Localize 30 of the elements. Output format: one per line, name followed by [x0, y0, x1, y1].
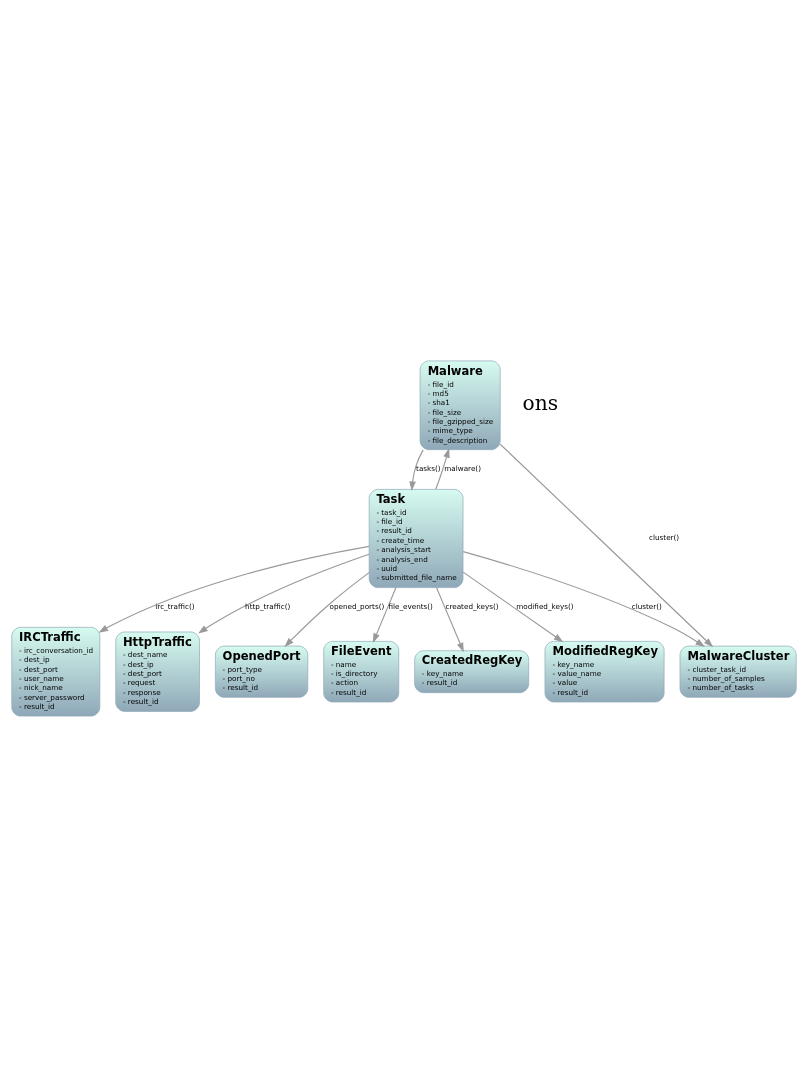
arrow [499, 443, 714, 647]
arrow [372, 586, 397, 643]
node-box: FileEvent - name - is_directory - action - result_id [323, 640, 400, 702]
arrow [462, 571, 564, 642]
edge-label: cluster() [631, 601, 662, 611]
edge-label: modified_keys() [516, 601, 574, 611]
arrow [198, 553, 370, 634]
node-box: CreatedRegKey - key_name - result_id [414, 649, 530, 693]
arrow [284, 571, 370, 647]
edge-label: irc_traffic() [155, 601, 195, 611]
arrow [409, 448, 424, 491]
edge-label: http_traffic() [245, 601, 291, 611]
node-box: ModifiedRegKey - key_name - value_name - value - result_id [544, 640, 665, 702]
node-box: Malware - file_id - md5 - sha1 - file_size - file_gzipped_size - mime_type - file_description [419, 360, 501, 450]
node-box: OpenedPort - port_type - port_no - result_id [215, 645, 309, 698]
node-box: MalwareCluster - cluster_task_id - number_of_samples - number_of_tasks [679, 645, 797, 698]
arrow [435, 447, 450, 490]
edge-label: tasks() [416, 463, 441, 473]
edge-label: malware() [444, 463, 481, 473]
edge-label: file_events() [388, 601, 433, 611]
node-box: HttpTraffic - dest_name - dest_ip - dest_port - request - response - result_id [115, 631, 200, 712]
arrow [435, 586, 464, 652]
arrow [462, 550, 706, 647]
arrow [98, 545, 370, 633]
node-box: Task - task_id - file_id - result_id - create_time - analysis_start - analysis_end - uuid - submitted_file_name [368, 488, 464, 588]
edge-label: cluster() [649, 532, 680, 542]
edge-label: created_keys() [445, 601, 499, 611]
label: ons [522, 390, 559, 415]
node-box: IRCTraffic - irc_conversation_id - dest_ip - dest_port - user_name - nick_name - server_password - result_id [11, 626, 101, 716]
edge-label: opened_ports() [329, 601, 385, 611]
